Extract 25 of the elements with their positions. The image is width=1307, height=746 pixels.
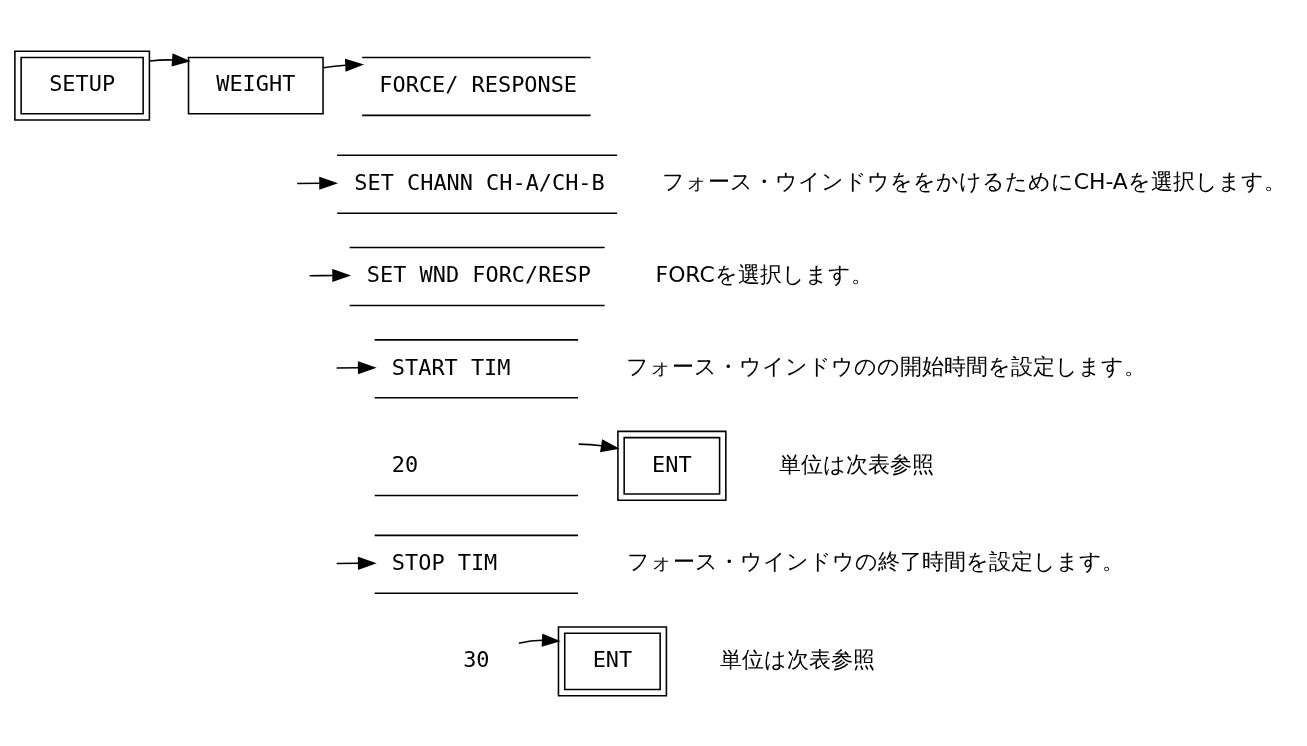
arrow bbox=[149, 52, 191, 66]
arrow bbox=[335, 360, 377, 374]
node-box: ENT bbox=[557, 625, 668, 696]
node-box: SETUP bbox=[14, 50, 151, 121]
node-label: フォース・ウインドウのの開始時間を設定します。 bbox=[626, 353, 1147, 379]
node-label: フォース・ウインドウををかけるためにCH-Aを選択します。 bbox=[661, 168, 1286, 194]
arrow bbox=[308, 268, 352, 282]
arrow bbox=[577, 438, 620, 452]
arrow bbox=[322, 58, 364, 72]
node-label: 単位は次表参照 bbox=[719, 646, 875, 672]
node-text: SET WND FORC/RESP bbox=[366, 261, 591, 287]
node-label: フォース・ウインドウの終了時間を設定します。 bbox=[626, 548, 1124, 574]
arrow bbox=[518, 633, 561, 647]
node-box: ENT bbox=[617, 430, 727, 501]
node-text: SET CHANN CH-A/CH-B bbox=[354, 169, 605, 195]
arrow bbox=[335, 556, 377, 570]
node-text: START TIM bbox=[391, 354, 511, 380]
node-label: FORCを選択します。 bbox=[655, 261, 873, 287]
node-text: 20 bbox=[391, 451, 419, 477]
node-box: WEIGHT bbox=[187, 56, 324, 115]
node-text: FORCE/ RESPONSE bbox=[379, 71, 578, 97]
node-label: 単位は次表参照 bbox=[778, 451, 934, 477]
arrow bbox=[296, 176, 338, 190]
node-text: STOP TIM bbox=[391, 549, 498, 575]
node-text: 30 bbox=[463, 646, 490, 672]
